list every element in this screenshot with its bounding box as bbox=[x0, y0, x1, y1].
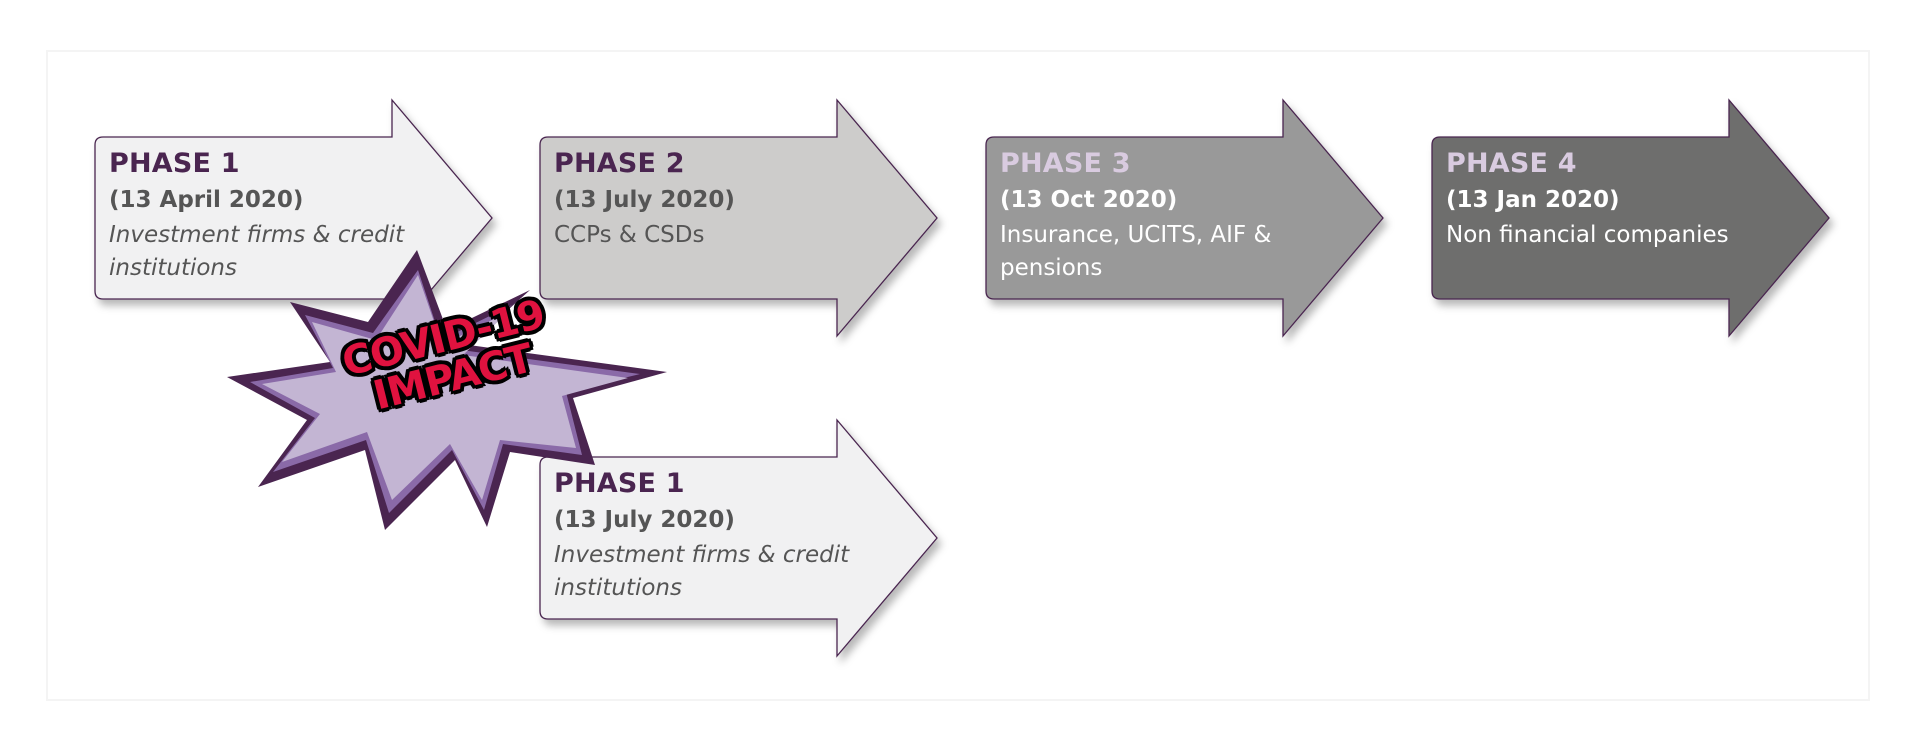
phase-title: PHASE 1 bbox=[554, 468, 685, 499]
phase-arrow-phase3 bbox=[985, 98, 1384, 338]
phase-date: (13 Jan 2020) bbox=[1446, 187, 1620, 213]
phase-arrow-phase1-revised bbox=[539, 418, 938, 658]
phase-date: (13 Oct 2020) bbox=[1000, 187, 1178, 213]
phase-title: PHASE 1 bbox=[109, 148, 240, 179]
phase-date: (13 July 2020) bbox=[554, 187, 735, 213]
phase-title: PHASE 4 bbox=[1446, 148, 1577, 179]
phase-arrow-phase2 bbox=[539, 98, 938, 338]
phase-description: Investment firms & credit institutions bbox=[554, 542, 850, 601]
burst-fill bbox=[262, 275, 628, 500]
phase-description: Non financial companies bbox=[1446, 222, 1729, 248]
phase-description: Investment firms & credit institutions bbox=[109, 222, 405, 281]
phase-date: (13 April 2020) bbox=[109, 187, 304, 213]
phase-title: PHASE 3 bbox=[1000, 148, 1131, 179]
covid-burst bbox=[227, 250, 667, 530]
phase-arrow-phase4 bbox=[1431, 98, 1830, 338]
phase-date: (13 July 2020) bbox=[554, 507, 735, 533]
phase-title: PHASE 2 bbox=[554, 148, 685, 179]
phase-description: CCPs & CSDs bbox=[554, 222, 705, 248]
phase-description: Insurance, UCITS, AIF & pensions bbox=[1000, 222, 1272, 281]
